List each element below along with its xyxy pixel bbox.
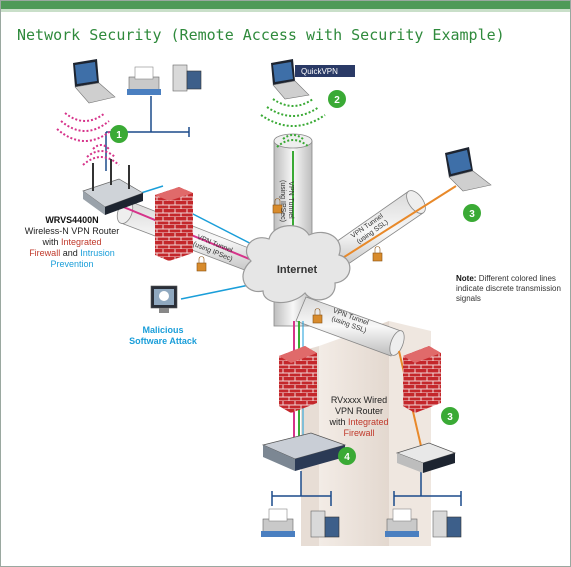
- lock-icon: [196, 198, 383, 324]
- badge-1-circle: [110, 125, 128, 143]
- header-bar: [1, 1, 570, 12]
- router-label: WRVS4400N Wireless-N VPN Router with Int…: [24, 215, 120, 269]
- server-icon: [432, 510, 462, 538]
- badge-4: 4: [344, 452, 350, 463]
- firewall-icon-building-right: [403, 346, 441, 413]
- malware-monitor-icon: [150, 285, 178, 313]
- firewall-icon-building-left: [279, 346, 317, 413]
- laptop-icon: [445, 147, 492, 192]
- wired-router-label: RVxxxx Wired VPN Router with Integrated …: [329, 395, 389, 438]
- laptop-icon: [271, 59, 355, 100]
- quickvpn-screen-text: QuickVPN: [301, 67, 338, 76]
- printer-icon: [261, 508, 295, 537]
- badge-1: 1: [116, 130, 122, 141]
- server-icon: [310, 510, 340, 538]
- internet-label: Internet: [276, 264, 318, 276]
- badge-3b: 3: [447, 412, 453, 423]
- wireless-router-icon: [82, 159, 144, 215]
- badge-3-circle: [463, 204, 481, 222]
- vpn-tunnel-right-lower: [295, 296, 405, 357]
- badge-4-circle: [338, 447, 356, 465]
- badge-2: 2: [334, 95, 340, 106]
- tunnel-label-top: VPN Tunnel (using IPSec): [279, 180, 294, 222]
- note-text: Note: Different colored lines indicate d…: [456, 274, 561, 303]
- server-icon: [172, 64, 202, 92]
- page-title: Network Security (Remote Access with Sec…: [17, 26, 505, 44]
- badge-3: 3: [469, 209, 475, 220]
- laptop-icon: [73, 59, 116, 104]
- internet-cloud-icon: [242, 225, 351, 304]
- network-switch-icon: [261, 432, 347, 471]
- malware-label: Malicious Software Attack: [129, 325, 197, 346]
- wifi-signal-icon: [56, 98, 326, 166]
- printer-icon: [385, 508, 419, 537]
- printer-icon: [127, 66, 161, 95]
- firewall-icon-router: [155, 187, 193, 261]
- wired-router-icon: [395, 442, 457, 473]
- badge-3b-circle: [441, 407, 459, 425]
- badge-2-circle: [328, 90, 346, 108]
